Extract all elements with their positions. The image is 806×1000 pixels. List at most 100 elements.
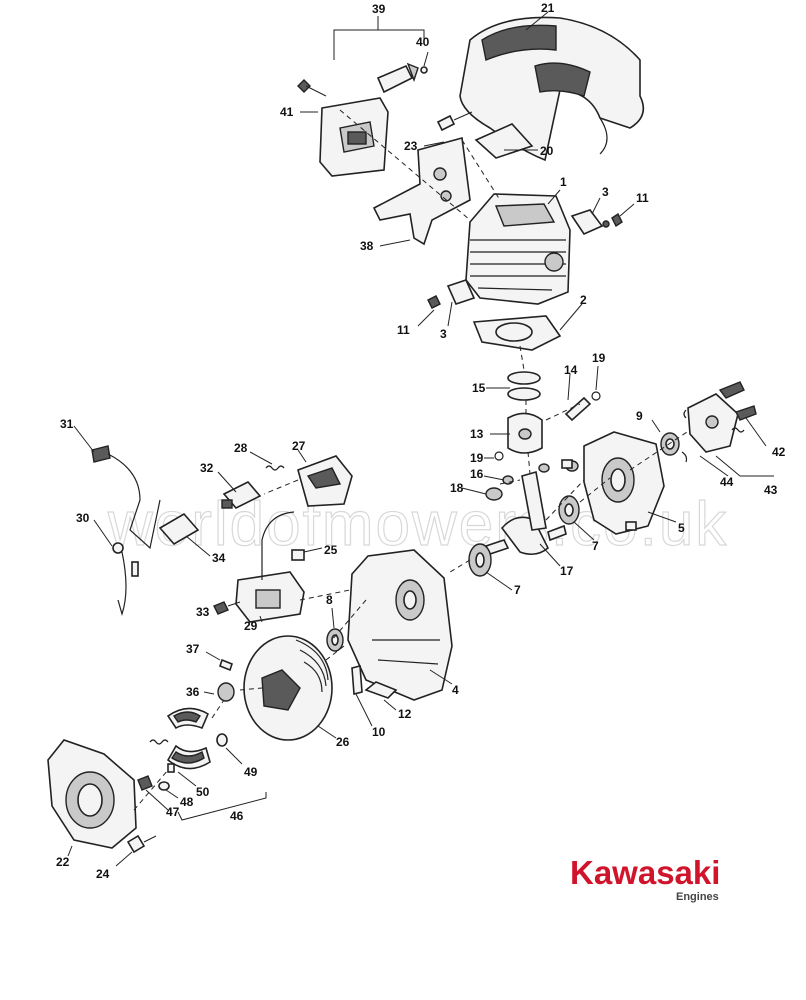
callout-3a: 3 [602, 185, 609, 199]
circlip-part-19b[interactable] [494, 451, 504, 461]
clip-part-44[interactable] [681, 409, 688, 463]
callout-44: 44 [720, 475, 734, 489]
callout-5: 5 [678, 521, 685, 535]
fan-housing-part-22[interactable] [47, 739, 137, 849]
callout-28: 28 [234, 441, 248, 455]
spark-plug-cap-part-27[interactable] [297, 455, 353, 507]
plate-part-3b[interactable] [446, 279, 476, 305]
callout-41: 41 [280, 105, 294, 119]
callout-20: 20 [540, 144, 554, 158]
callout-18: 18 [450, 481, 464, 495]
callout-24: 24 [96, 867, 110, 881]
bearing-part-7b[interactable] [558, 495, 580, 525]
muffler-part-39[interactable] [319, 97, 389, 177]
clutch-shoes-part-46[interactable] [166, 707, 211, 770]
ignition-coil-part-29[interactable] [235, 511, 305, 623]
callout-21: 21 [541, 1, 555, 15]
callout-7b: 7 [592, 539, 599, 553]
key-part-37[interactable] [219, 658, 233, 672]
callout-34: 34 [212, 551, 226, 565]
bolt-part-10[interactable] [351, 664, 363, 696]
ground-wire-part-30[interactable] [112, 542, 139, 617]
callout-39: 39 [372, 2, 386, 16]
bolt-part-41[interactable] [297, 79, 327, 97]
intake-plate-part-3a[interactable] [570, 209, 610, 236]
crankcase-part-4[interactable] [347, 549, 453, 701]
bolt-part-47[interactable] [137, 775, 153, 791]
callout-7a: 7 [514, 583, 521, 597]
spring-part-50[interactable] [149, 739, 175, 773]
callout-8: 8 [326, 593, 333, 607]
spring-part-28[interactable] [265, 465, 285, 471]
callout-36: 36 [186, 685, 200, 699]
callout-17: 17 [560, 564, 574, 578]
callout-25: 25 [324, 543, 338, 557]
screw-part-33[interactable] [213, 601, 241, 615]
seal-part-8[interactable] [326, 628, 344, 652]
callout-9: 9 [636, 409, 643, 423]
callout-15: 15 [472, 381, 486, 395]
callout-46: 46 [230, 809, 244, 823]
assembly-lines [133, 109, 691, 811]
stop-wire-part-31[interactable] [91, 445, 161, 550]
callout-14: 14 [564, 363, 578, 377]
callout-1: 1 [560, 175, 567, 189]
callout-38: 38 [360, 239, 374, 253]
lever-part-42[interactable] [718, 381, 757, 433]
callout-3b: 3 [440, 327, 447, 341]
muffler-bracket-part-40[interactable] [376, 62, 428, 94]
washer-part-49[interactable] [216, 733, 228, 747]
kawasaki-logo: Kawasaki Engines [570, 854, 720, 903]
bearing-part-7a[interactable] [468, 543, 492, 577]
callout-11b: 11 [397, 323, 410, 337]
callout-23: 23 [404, 139, 418, 153]
callout-48: 48 [180, 795, 194, 809]
flywheel-part-26[interactable] [243, 635, 333, 741]
oil-seal-part-9[interactable] [660, 432, 680, 456]
callout-32: 32 [200, 461, 214, 475]
callout-22: 22 [56, 855, 70, 869]
bolt-part-24[interactable] [126, 834, 157, 854]
screw-part-11b[interactable] [427, 295, 441, 309]
callout-numbers: 21 39 40 41 23 20 1 3 11 38 11 3 2 15 13… [56, 1, 786, 881]
callout-11a: 11 [636, 191, 649, 205]
callout-4: 4 [452, 683, 459, 697]
dowel-pins-part-5 [561, 459, 637, 531]
brand-subtitle: Engines [676, 891, 719, 903]
engine-cover-part-21[interactable] [459, 16, 645, 162]
piston-pin-part-14[interactable] [564, 396, 592, 422]
brand-name: Kawasaki [570, 854, 720, 891]
circlip-part-19a[interactable] [591, 391, 601, 401]
crankcase-part-5[interactable] [583, 431, 665, 535]
spacer-part-25[interactable] [291, 549, 305, 561]
callout-37: 37 [186, 642, 200, 656]
piston-part-13[interactable] [507, 412, 543, 454]
leader-lines [67, 11, 774, 867]
crankshaft-part-17[interactable] [484, 470, 567, 556]
wire-clip-part-34[interactable] [158, 512, 200, 546]
screw-part-23[interactable] [436, 111, 473, 132]
washer-part-48[interactable] [158, 781, 170, 791]
nut-part-36[interactable] [217, 682, 235, 702]
callout-12: 12 [398, 707, 412, 721]
callout-29: 29 [244, 619, 258, 633]
bolt-part-12[interactable] [364, 681, 398, 699]
callout-47: 47 [166, 805, 180, 819]
spark-plug-part-32[interactable] [221, 481, 262, 509]
callout-19b: 19 [470, 451, 484, 465]
cylinder-part-1[interactable] [465, 193, 571, 305]
callout-50: 50 [196, 785, 210, 799]
bearing-part-18[interactable] [485, 487, 503, 501]
callout-19a: 19 [592, 351, 606, 365]
callout-13: 13 [470, 427, 484, 441]
screw-part-11a[interactable] [611, 212, 623, 228]
piston-rings-part-15[interactable] [507, 371, 541, 401]
heat-shield-part-38[interactable] [372, 136, 471, 246]
cylinder-gasket-part-2[interactable] [472, 315, 562, 351]
callout-30: 30 [76, 511, 90, 525]
callout-2: 2 [580, 293, 587, 307]
callout-27: 27 [292, 439, 306, 453]
callout-31: 31 [60, 417, 74, 431]
pump-assembly-part-43[interactable] [687, 393, 739, 453]
